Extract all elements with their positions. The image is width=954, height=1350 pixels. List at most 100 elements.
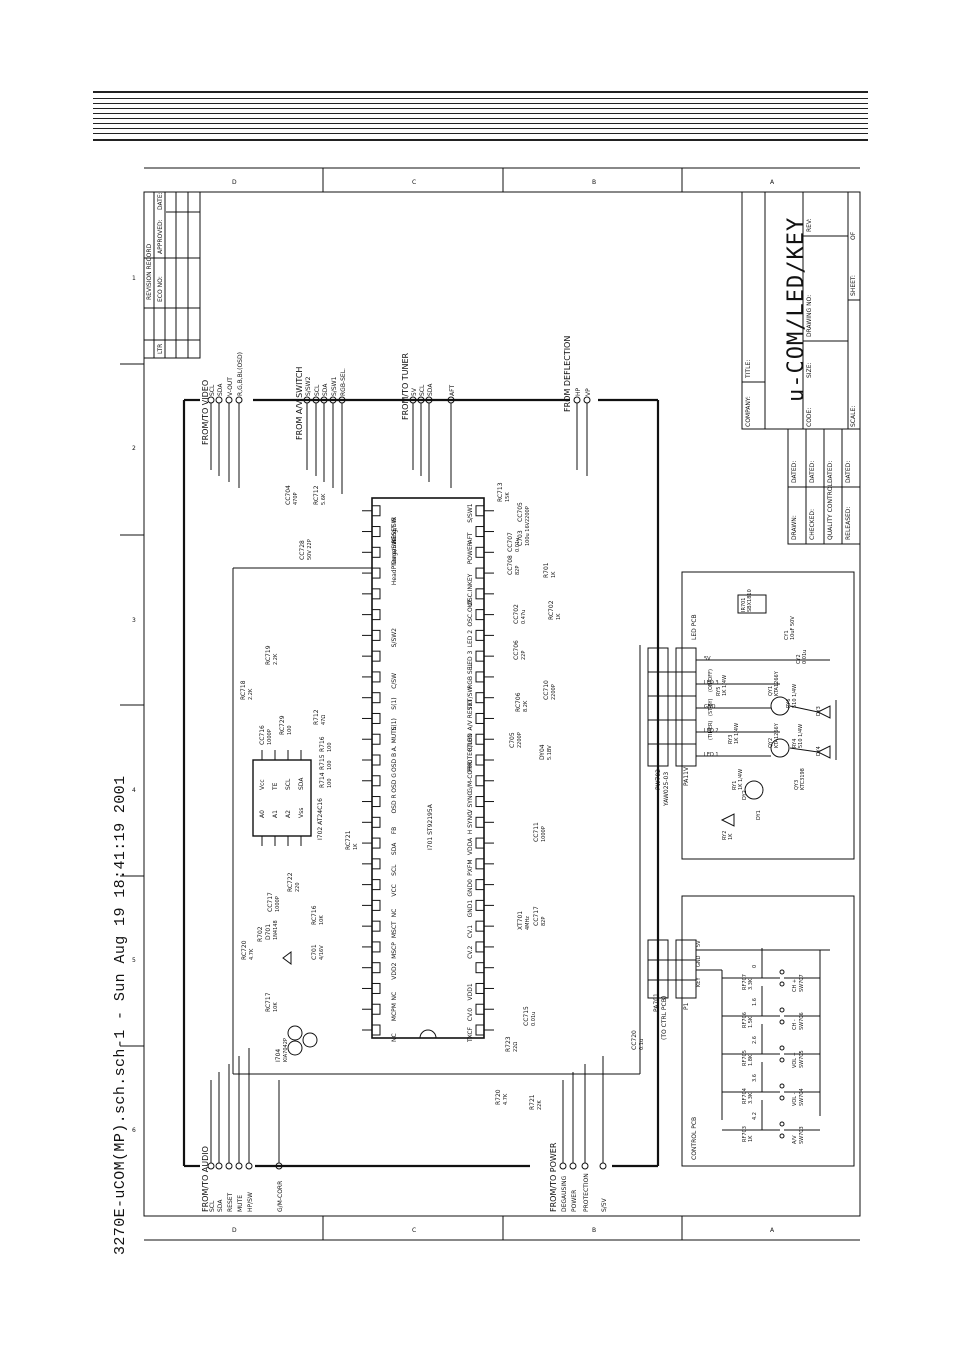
switch-contact [779,1019,785,1025]
connector-pin-label: PROTECTION [583,1173,590,1212]
connector-terminal [581,1162,589,1170]
connector-terminal [225,1162,233,1170]
pa701-ref: PA701 [653,993,660,1012]
connector-terminal [235,1162,243,1170]
ic-pin-label-left: NC [391,1033,398,1042]
connector-pin-label: S/5V [601,1197,608,1212]
revision-header: REVISION RECORD [146,243,153,300]
eeprom-pin-label: Vss [298,808,305,818]
led-pcb-box [681,571,855,860]
ic-pin-label-left: S(1) [391,697,398,709]
eeprom-pin-label: TE [272,782,279,791]
component-ref: RC702 [548,600,555,620]
ic-pin-box [371,588,381,600]
p1-connector [675,939,697,999]
component-ref: RC712 [313,485,320,505]
ic-pin-label-right: OSC.IN [467,585,474,606]
switch-resistor-ref: RF705 [742,1050,748,1066]
ic-pin-label-left: OSD R [391,794,398,813]
title-label: TITLE: [745,360,752,379]
switch-contact [779,1057,785,1063]
component-value: 1N4148 [273,920,279,940]
code-label: CODE: [806,408,813,427]
component-ref: CC706 [513,640,520,660]
released-label: RELEASED: [845,507,852,540]
ic-pin-box [371,982,381,994]
switch-resistor-value: 1K [748,1135,754,1142]
ic-pin-label-right: LED 2 [467,630,474,648]
switch-contact [779,1083,785,1089]
ic-pin-label-right: R/LED [467,733,474,751]
ic-pin-box [371,733,381,745]
control-pin-label: KEY [696,977,702,987]
drawing-no-label: DRAWING NO: [806,295,813,337]
switch-label: A/V [792,1135,798,1144]
ic-pin-label-right: GND1 [467,900,474,918]
component-value: 10K [319,915,325,925]
connector-pin-label: S/SW1 [331,376,338,396]
connector-pin-label: SDA [217,383,224,396]
led-part-ref: DY2 [742,790,748,800]
ic-pin-label-right: OSC.OUT [467,599,474,627]
switch-voltage: 4.2 [752,1112,758,1120]
ic-pin-box [371,692,381,704]
component-value: 50V 22P [307,539,313,560]
header-rule [93,128,868,129]
ic-pin-label-left: IR [391,517,398,523]
ic-pin-box [475,588,485,600]
switch-contact [779,981,785,987]
connector-terminal [573,396,581,404]
ic-pin-label-right: GND0 [467,879,474,897]
connector-pin-label: SCL [314,384,321,396]
connector-pin-label: HP/SW [247,1192,254,1212]
led-pa-ref: PA11V [683,766,690,786]
component-ref: CC715 [523,1006,530,1026]
switch-label: CH - [792,1019,798,1030]
led-part-ref: IR701 [741,598,747,613]
component-ref: RC720 [241,940,248,960]
ic-pin-box [475,692,485,704]
component-value: 1K [556,613,562,620]
led-part-value: 10uF 50V [790,616,796,640]
switch-contact [779,1121,785,1127]
component-ref: RC716 [311,905,318,925]
led-pin-label: LED 1 [704,752,719,758]
component-value: 2200P [551,684,557,700]
led-part-ref: CY1 [784,630,790,640]
header-rule [93,133,868,134]
ic-pin-label-left: C/SW [391,673,398,689]
switch-resistor-value: 1.8K [748,1054,754,1066]
zone-number: 1 [132,275,136,282]
led-part-value: KTA1266Y [774,670,780,696]
header-rule [93,103,868,104]
ic-pin-label-right: RGB SEL [467,662,474,688]
eeprom-pin-label: A1 [272,810,279,818]
led-pin-label: LED 2 [704,728,719,734]
component-ref: RC721 [345,830,352,850]
ic-pin-label-left: OSD B [391,753,398,772]
ic-pin-box [371,526,381,538]
ic-pin-label-left: RESET [391,524,398,544]
ic-pin-label-left: S/SW2 [391,628,398,648]
switch-label: VOL + [792,1052,798,1068]
switch-resistor-value: 3.3K [748,1092,754,1104]
connector-terminal [569,1162,577,1170]
control-pin-label: 5V [696,940,702,947]
connector-terminal [599,1162,607,1170]
switch-resistor-ref: RF707 [742,974,748,990]
connector-pin-label: AFT [449,385,456,396]
component-ref: CC720 [631,1030,638,1050]
ic-pin-box [475,962,485,974]
ic-pin-box [371,837,381,849]
connector-pin-label: SDA [322,383,329,396]
connector-pin-label: 5V [411,387,418,396]
connector-terminal [245,1162,253,1170]
ic-pin-box [475,526,485,538]
connector-pin-label: SDA [427,383,434,396]
ic-pin-box [475,629,485,641]
ic-pin-box [475,920,485,932]
revision-eco: ECO NO: [157,276,164,302]
led-note: (ON/OFF) [708,669,714,692]
eeprom-pin-label: Vcc [259,779,266,790]
